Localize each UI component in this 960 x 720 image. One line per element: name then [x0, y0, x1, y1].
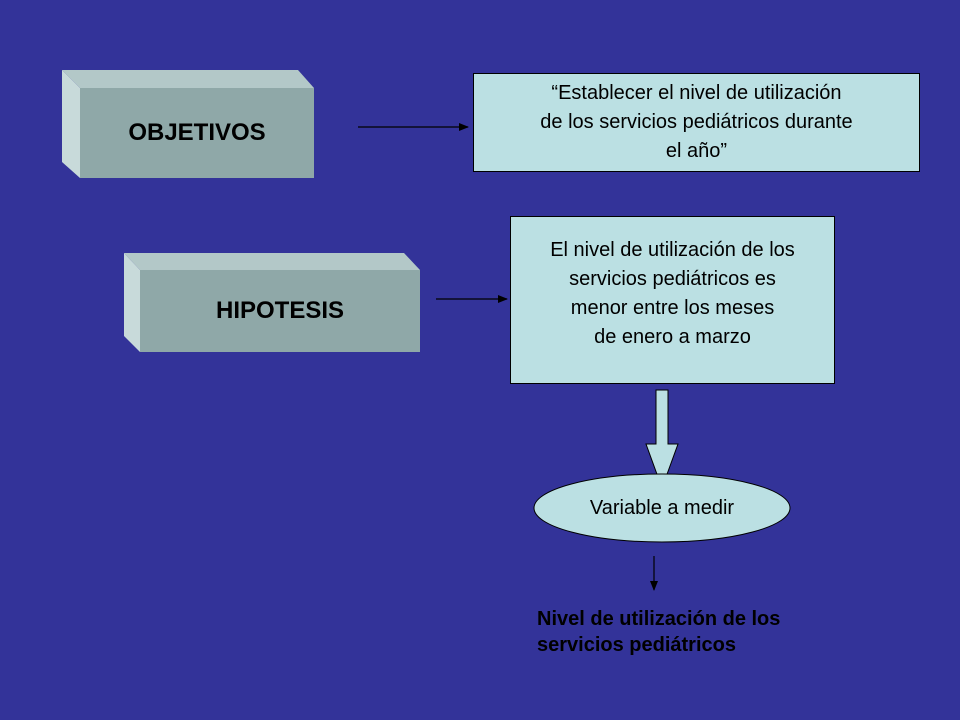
objetivos-text: “Establecer el nivel de utilización de l… [540, 82, 853, 162]
objetivos-block [62, 70, 314, 178]
hipotesis-block [124, 253, 420, 352]
objetivos-label: OBJETIVOS [128, 119, 266, 146]
result-text: Nivel de utilización de los servicios pe… [537, 608, 781, 656]
objetivos-bevel-top [62, 70, 314, 88]
objetivos-bevel-face [80, 88, 314, 178]
objetivos-bevel-side [62, 70, 80, 178]
hipotesis-bevel-face [140, 270, 420, 352]
objetivos-text-box: “Establecer el nivel de utilización de l… [473, 73, 920, 172]
hipotesis-bevel-side [124, 253, 140, 352]
hipotesis-label: HIPOTESIS [215, 297, 345, 324]
variable-ellipse [533, 473, 791, 543]
hipotesis-text-box: El nivel de utilización de los servicios… [510, 216, 835, 384]
hipotesis-bevel-top [124, 253, 420, 270]
down-block-arrow [645, 389, 679, 490]
variable-label: Variable a medir [589, 496, 735, 519]
hipotesis-text: El nivel de utilización de los servicios… [550, 239, 795, 348]
